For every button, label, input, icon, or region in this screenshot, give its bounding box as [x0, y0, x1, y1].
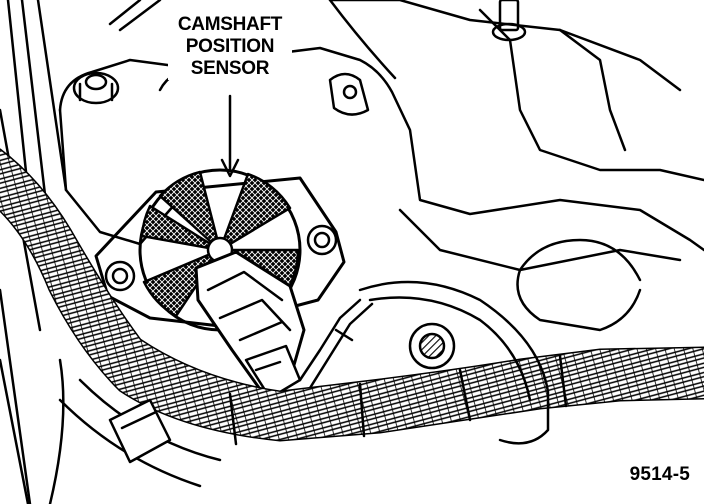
camshaft-position-sensor	[194, 250, 306, 400]
wiring-harness	[0, 148, 704, 488]
callout-line-1: CAMSHAFT	[177, 14, 283, 35]
sensor-lead-wire	[298, 298, 374, 390]
sensor-flange	[94, 176, 346, 328]
callout-line-2: POSITION	[185, 36, 275, 57]
callout-leader	[220, 94, 240, 178]
callout-line-3: SENSOR	[190, 58, 270, 79]
mounting-lug	[328, 72, 370, 116]
sensor-callout-label: CAMSHAFT POSITION SENSOR	[168, 14, 292, 80]
bolt-top-left	[72, 71, 120, 105]
stud-top-right	[491, 0, 527, 42]
figure-number: 9514-5	[629, 464, 690, 485]
lower-housing	[358, 238, 642, 445]
harness-clip	[0, 358, 172, 504]
